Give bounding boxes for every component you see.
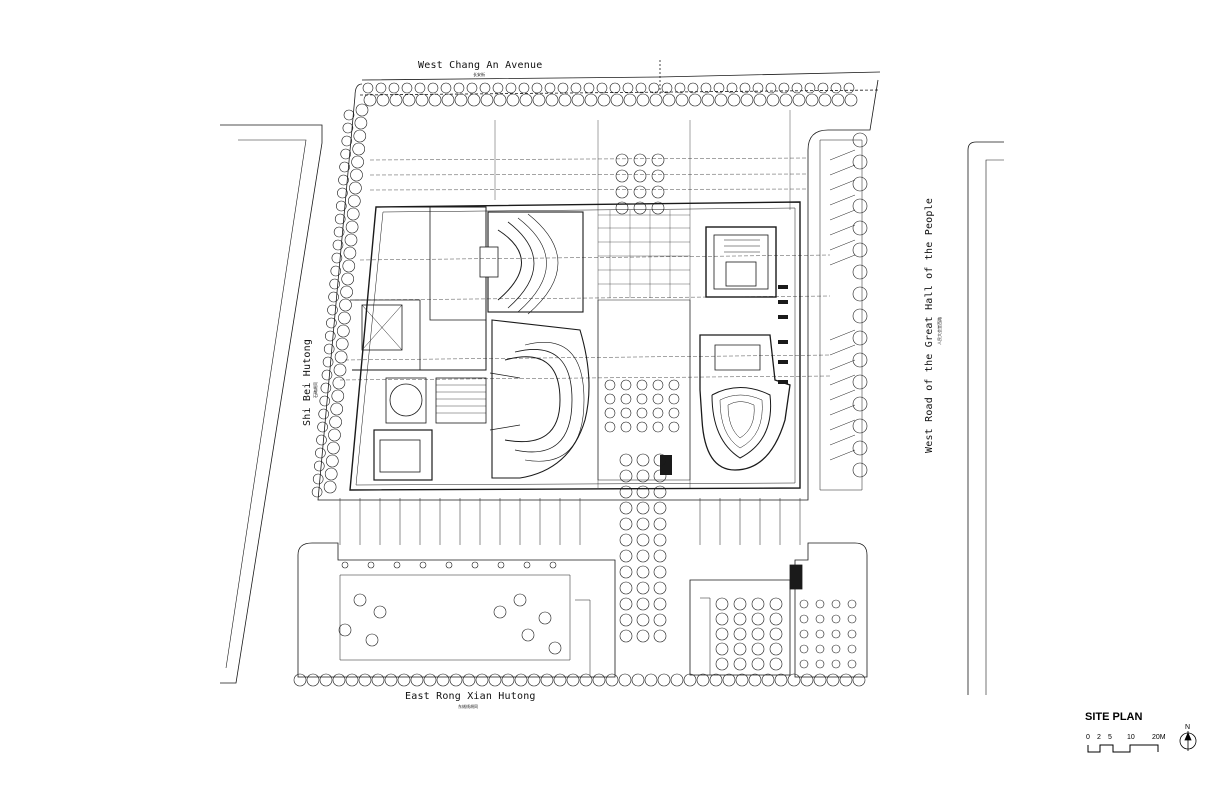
- legend-title: SITE PLAN: [1085, 711, 1143, 723]
- scale-label-10: 10: [1127, 734, 1135, 741]
- tree-rows: [293, 82, 868, 687]
- site-boundary: [317, 79, 879, 501]
- west-street-sublabel: 石碑胡同: [313, 382, 318, 398]
- west-street: [220, 124, 323, 684]
- east-street: [967, 141, 1004, 695]
- scale-label-2: 2: [1097, 734, 1101, 741]
- main-building: [349, 201, 801, 491]
- south-street-label: East Rong Xian Hutong: [405, 691, 536, 702]
- scale-label-0: 0: [1086, 734, 1090, 741]
- grid-lines: [339, 157, 831, 381]
- east-street-label: West Road of the Great Hall of the Peopl…: [924, 197, 935, 453]
- east-parking: [819, 139, 863, 491]
- north-street-label: West Chang An Avenue: [418, 60, 543, 71]
- north-label: N: [1185, 724, 1191, 731]
- north-street-sublabel: 长安街: [473, 72, 485, 77]
- north-arrow-icon: [1179, 731, 1197, 751]
- scale-bar: [1087, 744, 1159, 753]
- vertical-axes: [494, 110, 791, 488]
- south-street-sublabel: 东绒线胡同: [458, 704, 478, 709]
- south-plaza: [297, 542, 868, 678]
- east-street-sublabel: 人民大会堂西路: [937, 317, 942, 345]
- scale-label-5: 5: [1108, 734, 1112, 741]
- west-street-label: Shi Bei Hutong: [302, 338, 313, 426]
- scale-label-20m: 20M: [1152, 734, 1166, 741]
